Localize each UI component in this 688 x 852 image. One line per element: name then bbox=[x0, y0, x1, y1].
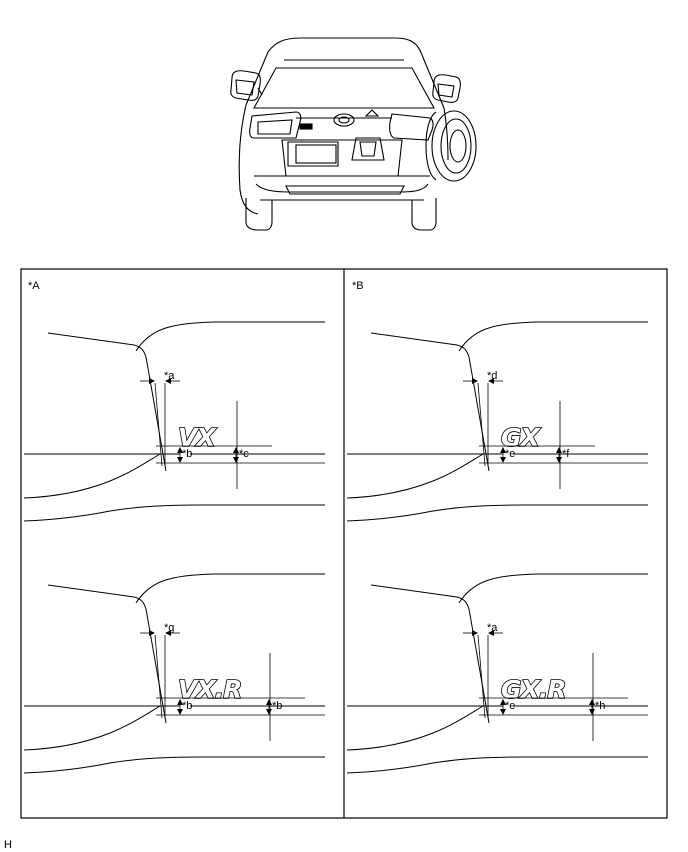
panel-label-b: *B bbox=[352, 280, 364, 292]
detail-gx: GX *d *e *f bbox=[347, 322, 648, 521]
gap-label: *a bbox=[487, 622, 498, 634]
figure-code: H bbox=[4, 839, 12, 851]
height-label-right: *c bbox=[239, 448, 249, 460]
height-label-right: *b bbox=[272, 700, 282, 712]
badge-text: GX.R bbox=[501, 675, 566, 704]
vehicle-rear-view bbox=[230, 37, 477, 231]
height-label-right: *f bbox=[562, 448, 570, 460]
gap-label: *g bbox=[164, 622, 174, 634]
detail-vx: VX *a *b *c bbox=[24, 322, 325, 521]
height-label-left: *e bbox=[505, 700, 515, 712]
detail-gxr: GX.R *a *e *h bbox=[347, 574, 648, 773]
badge-text: GX bbox=[501, 423, 542, 452]
height-label-left: *e bbox=[505, 448, 515, 460]
height-label-right: *h bbox=[595, 700, 605, 712]
badge-text: VX.R bbox=[178, 675, 241, 704]
detail-vxr: VX.R *g *b *b bbox=[24, 574, 325, 773]
gap-label: *a bbox=[164, 370, 175, 382]
badge-text: VX bbox=[178, 423, 217, 452]
height-label-left: *b bbox=[182, 448, 192, 460]
panel-label-a: *A bbox=[28, 280, 40, 292]
gap-label: *d bbox=[487, 370, 497, 382]
height-label-left: *b bbox=[182, 700, 192, 712]
